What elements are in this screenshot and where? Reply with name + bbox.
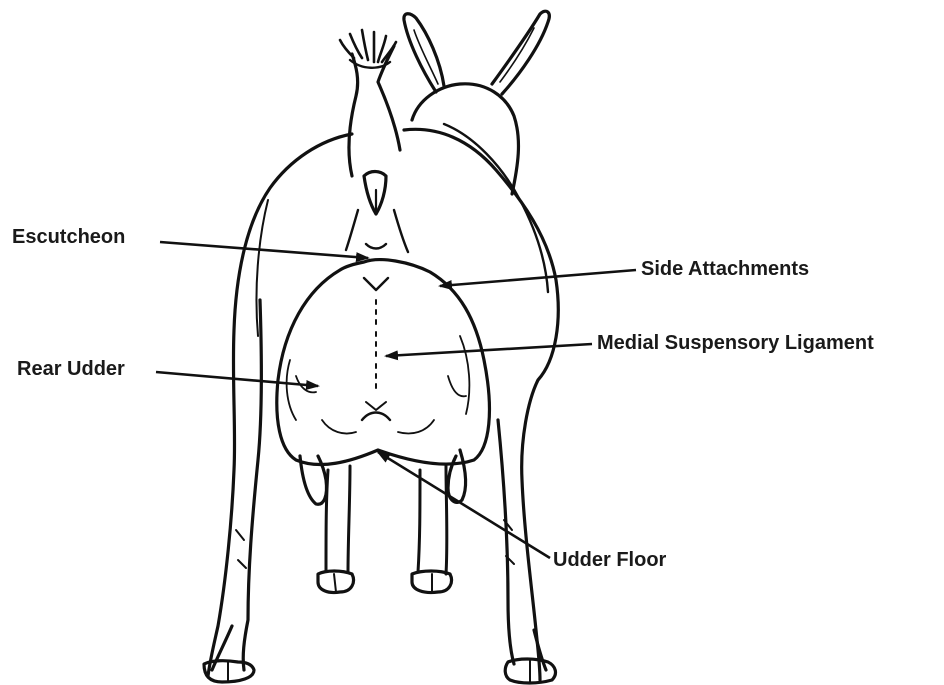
label-medial-suspensory-ligament: Medial Suspensory Ligament [597, 333, 874, 353]
label-side-attachments: Side Attachments [641, 259, 809, 279]
arrow-side-attachments [440, 270, 636, 286]
label-escutcheon: Escutcheon [12, 227, 125, 247]
arrow-escutcheon [160, 242, 368, 258]
label-udder-floor: Udder Floor [553, 550, 666, 570]
arrow-medial-ligament [386, 344, 592, 356]
arrow-rear-udder [156, 372, 318, 386]
teat-right [448, 450, 466, 502]
body-left-edge [208, 134, 352, 676]
label-rear-udder: Rear Udder [17, 359, 125, 379]
udder-outline [277, 260, 490, 465]
body-right-edge [404, 129, 558, 680]
